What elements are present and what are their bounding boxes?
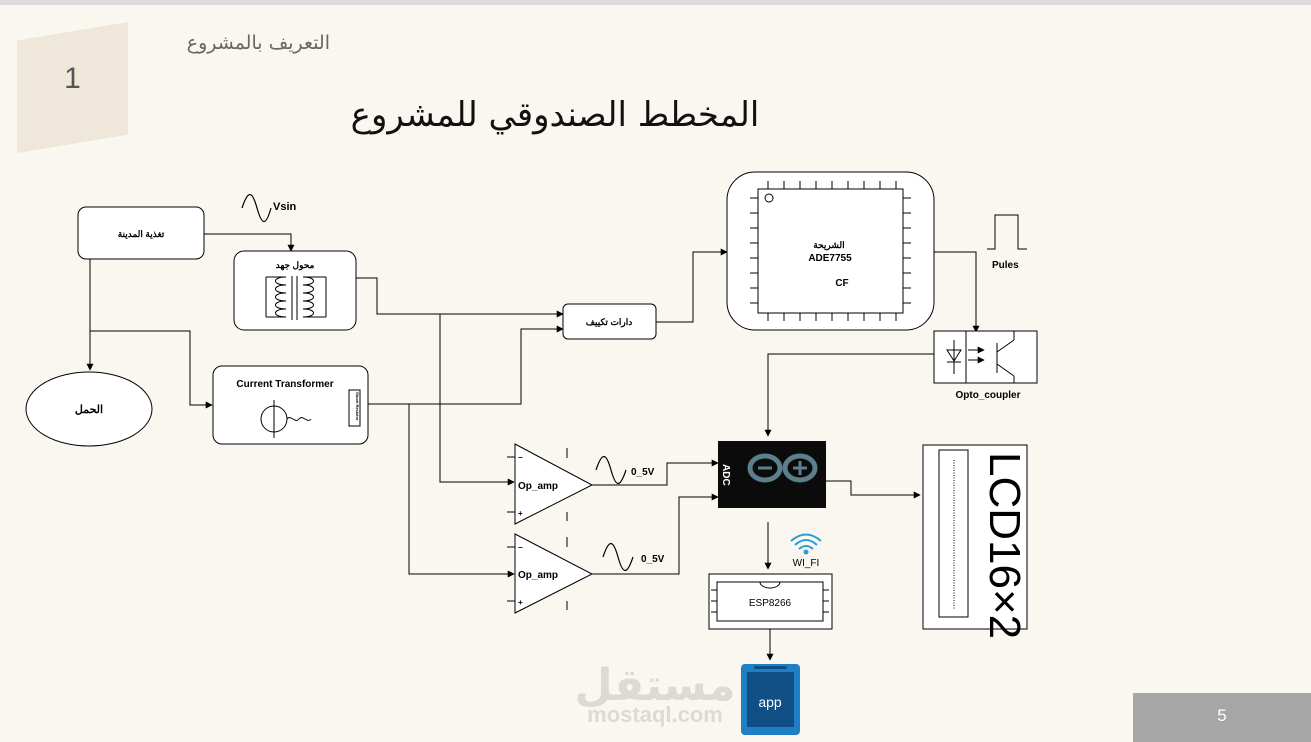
section-number-box	[17, 22, 128, 153]
wire-ct-opamp2	[408, 404, 515, 578]
pules-label: Pules	[992, 260, 1019, 271]
wire-opamp2-adc	[592, 493, 719, 575]
esp8266-block: ESP8266	[708, 573, 833, 630]
optocoupler-block: Opto_coupler	[933, 330, 1038, 401]
opamp-2-block: − + Op_amp	[507, 533, 594, 614]
wires	[86, 233, 980, 661]
phone-app-block: app	[741, 664, 800, 735]
range-1-label: 0_5V	[631, 467, 655, 478]
watermark-arabic: مستقل	[575, 660, 736, 711]
shunt-label: Shunt Resistor	[355, 392, 360, 421]
wire-supply-transformer	[204, 233, 295, 252]
vsin-symbol: Vsin	[241, 193, 297, 223]
conditioning-label: دارات تكييف	[586, 317, 633, 328]
arduino-block: ADC	[718, 441, 826, 508]
opamp-1-label: Op_amp	[518, 481, 558, 492]
opamp-2-plus: +	[518, 598, 523, 607]
lcd-block: LCD16×2	[922, 444, 1029, 639]
wire-ct-conditioning	[368, 325, 564, 405]
wire-conditioning-chip	[656, 248, 728, 323]
opamp-2-minus: −	[518, 543, 523, 552]
wire-opto-arduino	[764, 353, 934, 437]
load-block: الحمل	[25, 371, 153, 447]
opamp-1-plus: +	[518, 509, 523, 518]
opamp-2-label: Op_amp	[518, 570, 558, 581]
section-title: التعريف بالمشروع	[186, 32, 330, 54]
page-number: 5	[1217, 706, 1227, 725]
opto-label: Opto_coupler	[955, 390, 1020, 401]
city-supply-block: تغذية المدينة	[77, 206, 205, 260]
wire-transformer-conditioning	[355, 277, 564, 318]
sine-2-icon: 0_5V	[602, 542, 665, 572]
watermark-latin: mostaql.com	[587, 702, 723, 727]
opamp-1-block: − + Op_amp	[507, 443, 594, 525]
conditioning-block: دارات تكييف	[562, 303, 657, 340]
page-number-box	[1133, 693, 1311, 742]
opto-diode-icon	[946, 331, 1015, 383]
wire-arduino-lcd	[826, 480, 921, 499]
opamp-1-minus: −	[518, 453, 523, 462]
chip-model-label: ADE7755	[808, 253, 852, 264]
pulse-symbol: Pules	[987, 214, 1027, 271]
section-number: 1	[64, 62, 81, 95]
chip-name-label: الشريحة	[813, 240, 844, 251]
esp-pins	[711, 589, 829, 613]
arduino-logo-icon	[747, 453, 818, 483]
shunt-resistor-icon	[348, 389, 361, 427]
wire-chip-opto	[934, 251, 980, 333]
range-2-label: 0_5V	[641, 554, 665, 565]
ct-label: Current Transformer	[236, 379, 333, 390]
wire-opamp1-adc	[592, 459, 719, 486]
wire-supply-ct	[90, 330, 213, 409]
esp-label: ESP8266	[749, 598, 792, 609]
wifi-label: WI_FI	[793, 558, 820, 569]
adc-label: ADC	[720, 464, 731, 486]
transformer-coils-icon	[265, 276, 327, 320]
wifi-icon	[790, 533, 822, 555]
lcd-label: LCD16×2	[980, 452, 1029, 639]
watermark: مستقل mostaql.com	[575, 660, 736, 727]
sine-1-icon: 0_5V	[595, 455, 655, 485]
load-label: الحمل	[75, 404, 103, 416]
chip-pin-label: CF	[835, 278, 848, 289]
slide-title: المخطط الصندوقي للمشروع	[350, 95, 760, 135]
wire-transformer-opamp1	[439, 314, 515, 486]
vsin-label: Vsin	[273, 201, 297, 213]
chip-pins	[750, 181, 911, 321]
ct-coil-icon	[260, 400, 312, 438]
voltage-transformer-block: محول جهد	[233, 250, 357, 331]
city-supply-label: تغذية المدينة	[118, 229, 165, 239]
top-border	[0, 0, 1311, 5]
ade7755-chip-block: الشريحة ADE7755 CF	[726, 171, 935, 331]
app-label: app	[758, 694, 782, 710]
current-transformer-block: Current Transformer Shunt Resistor	[212, 365, 369, 445]
transformer-label: محول جهد	[276, 260, 315, 271]
